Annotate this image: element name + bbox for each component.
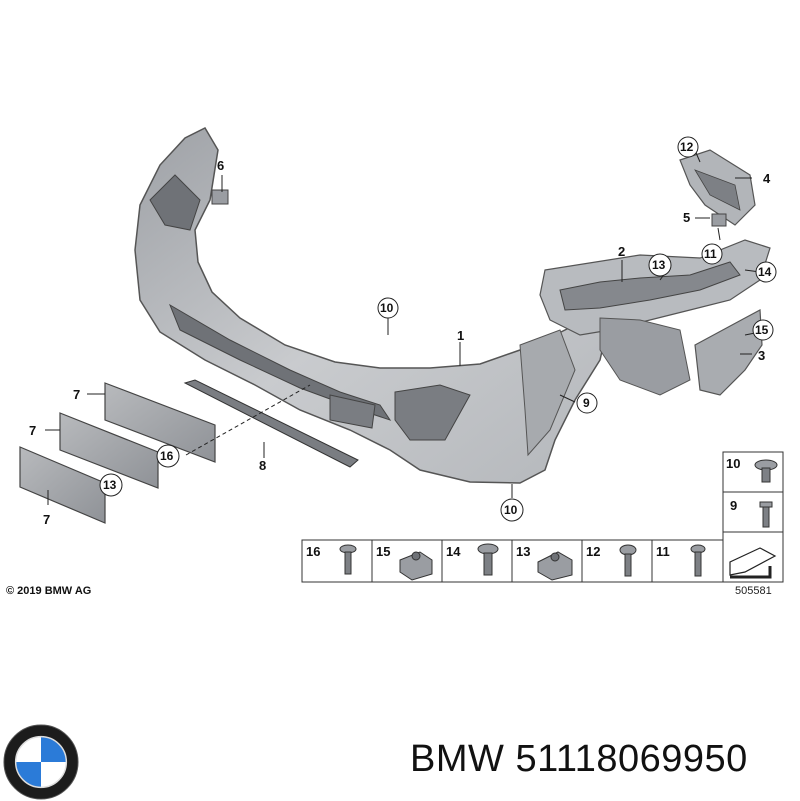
callout-9: 9 bbox=[583, 396, 590, 410]
callout-7b: 7 bbox=[29, 423, 36, 438]
callout-14: 14 bbox=[758, 265, 772, 279]
license-plate-bases bbox=[19, 382, 216, 524]
callout-5: 5 bbox=[683, 210, 690, 225]
clip-part-5 bbox=[711, 213, 727, 227]
callout-8: 8 bbox=[259, 458, 266, 473]
bmw-logo-icon bbox=[3, 724, 79, 800]
fastener-9-icon bbox=[759, 501, 773, 528]
fastener-row: 16 15 14 13 12 11 bbox=[301, 539, 724, 583]
side-bracket-right bbox=[694, 309, 763, 396]
part-number: 51118069950 bbox=[515, 738, 748, 780]
callout-15: 15 bbox=[755, 323, 769, 337]
fastener-label-10: 10 bbox=[726, 456, 740, 471]
callout-7c: 7 bbox=[43, 512, 50, 527]
callout-10a: 10 bbox=[380, 301, 394, 315]
callout-12: 12 bbox=[680, 140, 694, 154]
diagram-reference-number: 505581 bbox=[735, 585, 772, 597]
clip-part-6 bbox=[211, 189, 229, 205]
fastener-10-icon bbox=[754, 459, 778, 483]
fastener-label-9: 9 bbox=[730, 498, 737, 513]
clip-nut-13-icon bbox=[537, 551, 573, 581]
fastener-label-12: 12 bbox=[586, 544, 600, 559]
bolt-14-icon bbox=[477, 543, 499, 576]
front-bumper-shell bbox=[134, 127, 611, 484]
callout-1: 1 bbox=[457, 328, 464, 343]
screw-12-icon bbox=[619, 544, 637, 577]
callout-6: 6 bbox=[217, 158, 224, 173]
copyright-notice: © 2019 BMW AG bbox=[6, 585, 92, 597]
fastener-label-16: 16 bbox=[306, 544, 320, 559]
callout-10b: 10 bbox=[504, 503, 518, 517]
screw-11-icon bbox=[690, 544, 706, 577]
clip-nut-15-icon bbox=[399, 551, 433, 581]
callout-2: 2 bbox=[618, 244, 625, 259]
fastener-label-13: 13 bbox=[516, 544, 530, 559]
callout-4: 4 bbox=[763, 171, 771, 186]
brand-and-part-number: BMW 51118069950 bbox=[410, 738, 748, 781]
brand-name: BMW bbox=[410, 738, 505, 780]
callout-11: 11 bbox=[704, 247, 717, 261]
upper-mount-bracket bbox=[679, 149, 756, 226]
fastener-label-14: 14 bbox=[446, 544, 461, 559]
fastener-label-15: 15 bbox=[376, 544, 390, 559]
direction-arrow-icon bbox=[729, 547, 777, 576]
circle-callouts bbox=[99, 136, 777, 522]
callout-7a: 7 bbox=[73, 387, 80, 402]
callout-3: 3 bbox=[758, 348, 765, 363]
screw-16-icon bbox=[339, 544, 357, 575]
trim-strip bbox=[183, 379, 359, 468]
fastener-label-11: 11 bbox=[656, 544, 670, 559]
fastener-column: 10 9 bbox=[722, 451, 784, 583]
callout-16: 16 bbox=[160, 449, 174, 463]
callout-13a: 13 bbox=[652, 258, 666, 272]
callout-13b: 13 bbox=[103, 478, 117, 492]
